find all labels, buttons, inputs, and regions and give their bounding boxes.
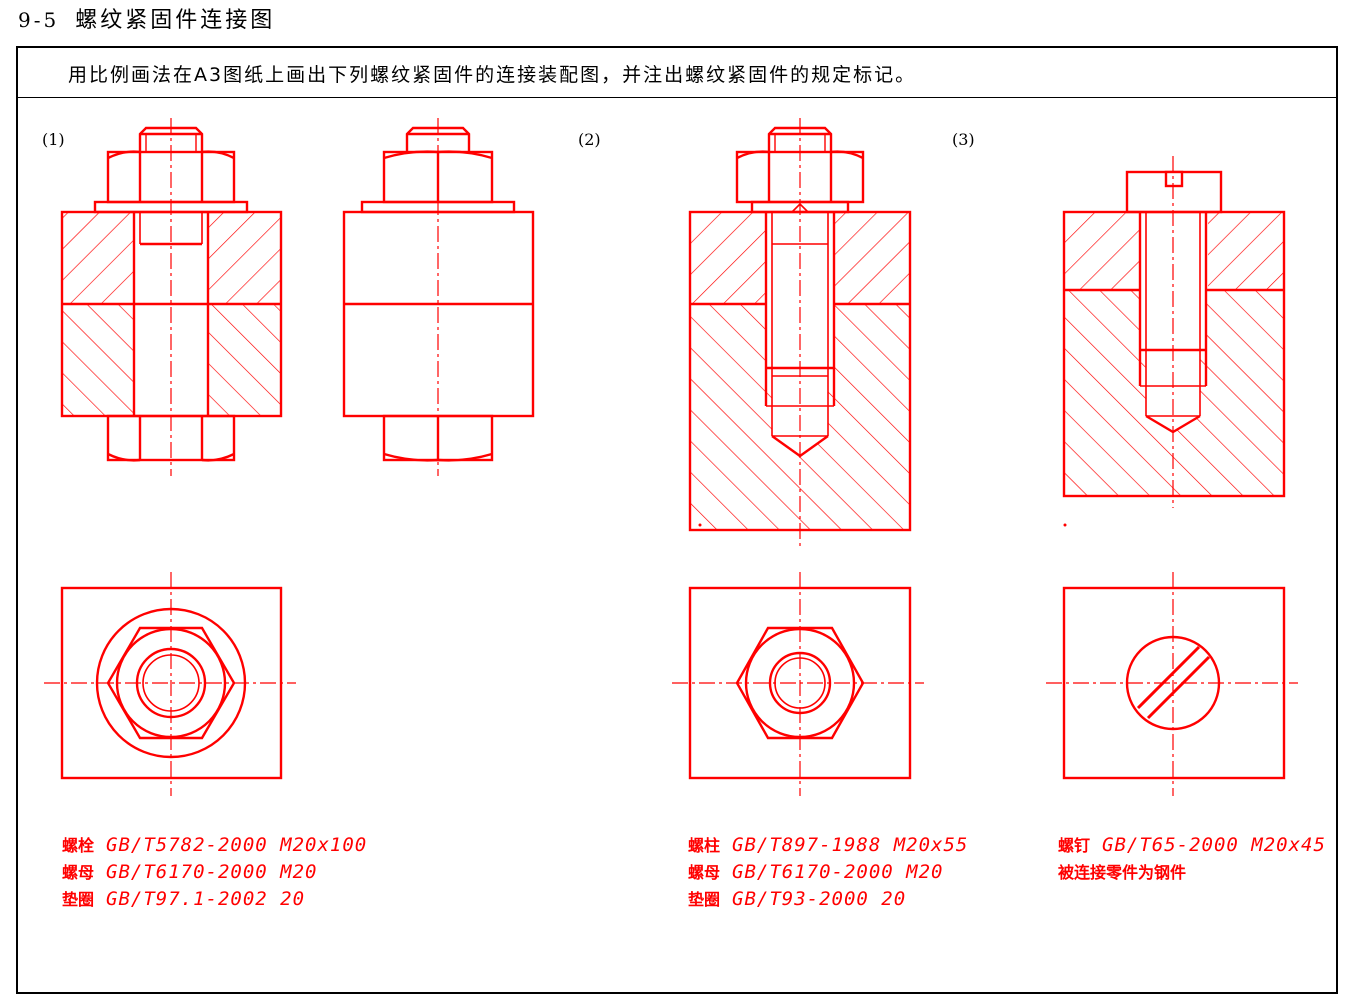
instruction-text: 用比例画法在A3图纸上画出下列螺纹紧固件的连接装配图，并注出螺纹紧固件的规定标记… [68, 64, 917, 86]
problem-label-3: (3) [952, 130, 975, 149]
bolt-section-view [60, 126, 283, 462]
exercise-title: 螺纹紧固件连接图 [75, 8, 276, 33]
instruction-bar: 用比例画法在A3图纸上画出下列螺纹紧固件的连接装配图，并注出螺纹紧固件的规定标记… [18, 48, 1336, 98]
spec-note: 被连接零件为钢件 [1058, 863, 1187, 882]
stud-section-view [688, 126, 912, 532]
exercise-number: 9-5 [18, 8, 60, 32]
page-title: 9-5 螺纹紧固件连接图 [18, 4, 275, 36]
problem-label-2: (2) [578, 130, 601, 149]
problem-label-1: (1) [42, 130, 65, 149]
screw-section-view [1062, 170, 1286, 498]
drawing-frame: 用比例画法在A3图纸上画出下列螺纹紧固件的连接装配图，并注出螺纹紧固件的规定标记… [16, 46, 1338, 994]
